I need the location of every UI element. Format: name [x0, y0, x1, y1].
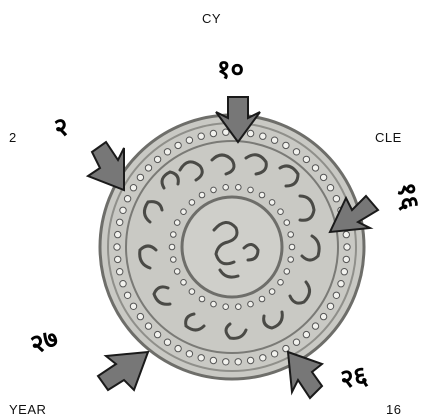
coin-bead	[210, 130, 216, 136]
coin-bead	[171, 232, 177, 238]
coin-bead	[303, 331, 309, 337]
coin-bead	[130, 185, 136, 191]
arrow-bottom-left	[98, 352, 148, 390]
coin-bead	[154, 331, 160, 337]
coin-bead	[259, 296, 265, 302]
coin-bead	[278, 209, 284, 215]
coin-bead	[198, 133, 204, 139]
coin-bead	[284, 220, 290, 226]
coin-bead	[236, 304, 242, 310]
coin-bead	[271, 137, 277, 143]
coin-bead	[199, 296, 205, 302]
coin-bead	[303, 156, 309, 162]
coin-bead	[169, 244, 175, 250]
coin-bead	[115, 231, 121, 237]
coin-bead	[288, 232, 294, 238]
coin-bead	[120, 281, 126, 287]
coin-bead	[174, 220, 180, 226]
coin-bead	[289, 244, 295, 250]
coin-bead	[260, 355, 266, 361]
coin-bead	[312, 323, 318, 329]
coin-bead	[137, 174, 143, 180]
coin-bead	[248, 187, 254, 193]
coin-bead	[181, 209, 187, 215]
coin-bead	[236, 185, 242, 191]
coin-bead	[248, 301, 254, 307]
coin-bead	[189, 200, 195, 206]
coin-bead	[124, 196, 130, 202]
coin-bead	[223, 185, 229, 191]
coin-bead	[171, 257, 177, 263]
coin-bead	[189, 289, 195, 295]
coin-bead	[333, 196, 339, 202]
coin-bead	[278, 280, 284, 286]
coin-bead	[130, 303, 136, 309]
coin-bead	[269, 200, 275, 206]
coin-bead	[115, 256, 121, 262]
arrow-bottom-right	[288, 352, 322, 398]
coin-bead	[333, 292, 339, 298]
coin-bead	[283, 142, 289, 148]
coin-bead	[338, 281, 344, 287]
coin-bead	[327, 185, 333, 191]
coin-bead	[210, 357, 216, 363]
coin-bead	[312, 165, 318, 171]
coin-bead	[327, 303, 333, 309]
coin-bead	[137, 313, 143, 319]
coin-bead	[124, 292, 130, 298]
coin-bead	[223, 359, 229, 365]
arrow-left	[88, 142, 124, 190]
coin-bead	[181, 280, 187, 286]
coin-bead	[271, 351, 277, 357]
coin-bead	[164, 149, 170, 155]
coin-bead	[341, 269, 347, 275]
coin-bead	[293, 149, 299, 155]
coin-bead	[320, 313, 326, 319]
coin-bead	[260, 133, 266, 139]
coin-bead	[145, 323, 151, 329]
coin-bead	[145, 165, 151, 171]
coin-bead	[293, 339, 299, 345]
coin-bead	[343, 231, 349, 237]
coin-bead	[211, 187, 217, 193]
coin-bead	[174, 269, 180, 275]
coin-bead	[288, 257, 294, 263]
coin-bead	[175, 345, 181, 351]
coin-bead	[344, 244, 350, 250]
coin-bead	[247, 357, 253, 363]
coin-bead	[283, 345, 289, 351]
coin-bead	[247, 130, 253, 136]
coin-bead	[284, 269, 290, 275]
coin-bead	[199, 192, 205, 198]
coin-bead	[211, 301, 217, 307]
coin-body	[100, 115, 364, 379]
coin-bead	[186, 351, 192, 357]
coin-bead	[343, 256, 349, 262]
coin-bead	[154, 156, 160, 162]
coin-bead	[114, 244, 120, 250]
coin-bead	[120, 207, 126, 213]
coin-bead	[175, 142, 181, 148]
coin-bead	[198, 355, 204, 361]
coin-bead	[223, 304, 229, 310]
coin-bead	[117, 219, 123, 225]
coin-bead	[117, 269, 123, 275]
coin-bead	[269, 289, 275, 295]
coin-bead	[235, 359, 241, 365]
coin-bead	[320, 174, 326, 180]
coin-bead	[186, 137, 192, 143]
coin-bead	[259, 192, 265, 198]
coin-bead	[164, 339, 170, 345]
